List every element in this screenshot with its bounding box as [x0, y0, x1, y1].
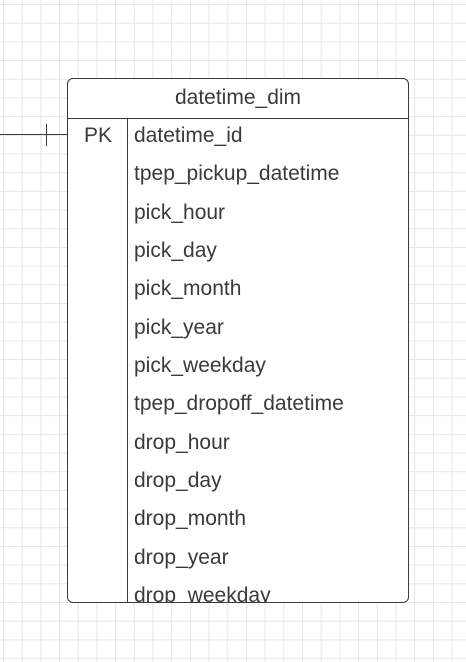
- field-drop-year[interactable]: drop_year: [134, 545, 229, 569]
- field-pick-day[interactable]: pick_day: [134, 239, 217, 263]
- entity-title[interactable]: datetime_dim: [68, 79, 408, 119]
- field-pick-month[interactable]: pick_month: [134, 277, 242, 301]
- relationship-line[interactable]: [0, 134, 68, 135]
- field-list: datetime_id tpep_pickup_datetime pick_ho…: [134, 119, 404, 603]
- field-drop-weekday[interactable]: drop_weekday: [134, 584, 271, 603]
- field-drop-month[interactable]: drop_month: [134, 507, 247, 531]
- field-pick-year[interactable]: pick_year: [134, 315, 224, 339]
- field-pick-weekday[interactable]: pick_weekday: [134, 354, 266, 378]
- field-tpep-dropoff-datetime[interactable]: tpep_dropoff_datetime: [134, 392, 344, 416]
- field-drop-day[interactable]: drop_day: [134, 469, 222, 493]
- field-datetime-id[interactable]: datetime_id: [134, 124, 243, 147]
- field-tpep-pickup-datetime[interactable]: tpep_pickup_datetime: [134, 162, 340, 186]
- entity-table-datetime-dim[interactable]: datetime_dim PK datetime_id tpep_pickup_…: [67, 78, 409, 603]
- one-cardinality-mark: [46, 124, 47, 146]
- field-pick-hour[interactable]: pick_hour: [134, 200, 226, 224]
- primary-key-label: PK: [83, 124, 112, 147]
- key-column: PK: [68, 119, 128, 602]
- field-drop-hour[interactable]: drop_hour: [134, 430, 230, 454]
- entity-body: PK datetime_id tpep_pickup_datetime pick…: [68, 119, 408, 603]
